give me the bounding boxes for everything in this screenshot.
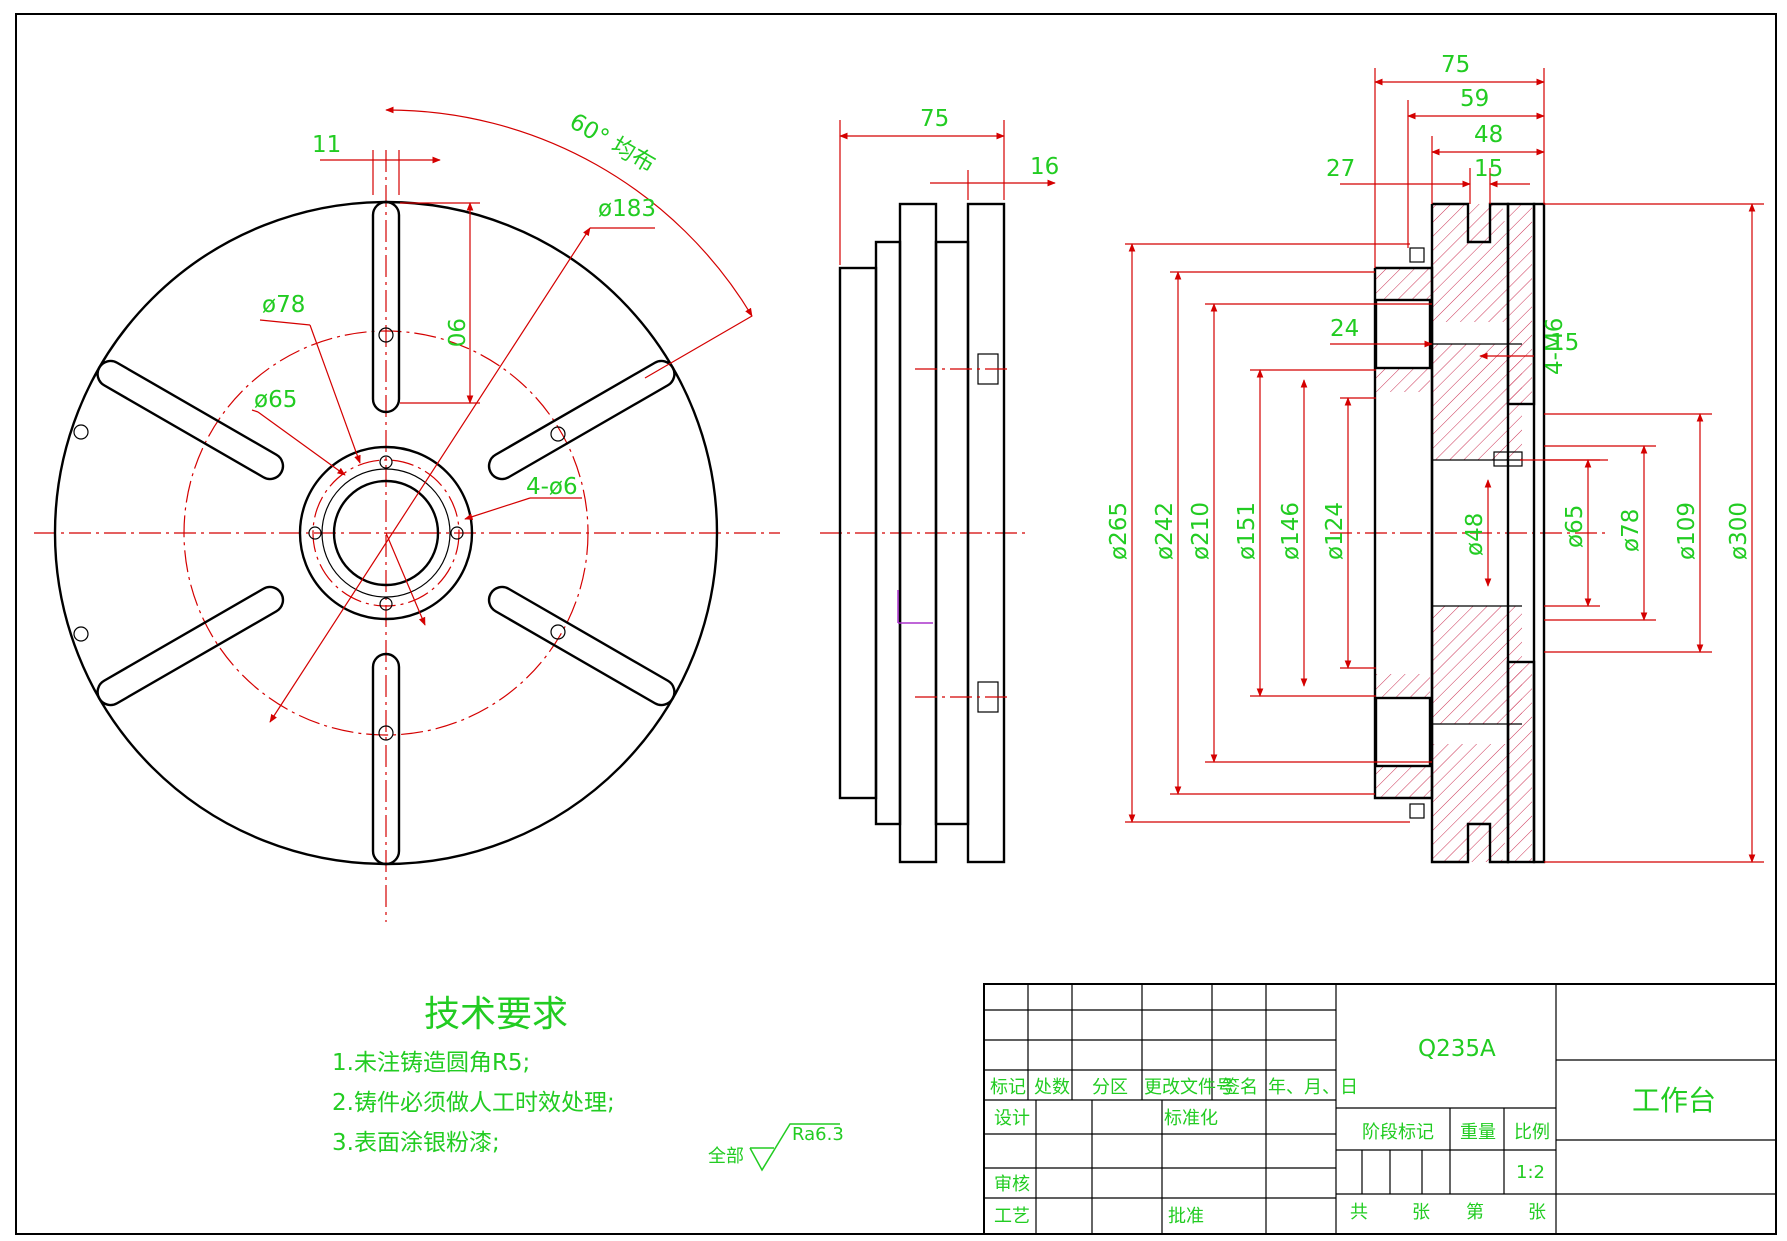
dim-dia-48: ø48 <box>1462 513 1488 556</box>
dim-75: 75 <box>1441 52 1470 78</box>
header-count: 处数 <box>1034 1077 1070 1098</box>
label-review: 审核 <box>994 1174 1030 1195</box>
title-block: 标记 处数 分区 更改文件号 签名 年、月、日 设计 标准化 审核 工艺 批准 … <box>983 983 1777 1235</box>
label-design: 设计 <box>994 1108 1030 1129</box>
dim-78: ø78 <box>262 292 305 318</box>
label-approve: 批准 <box>1168 1206 1204 1227</box>
dim-dia-210: ø210 <box>1188 502 1214 560</box>
label-sheet-of: 第 <box>1466 1202 1484 1223</box>
front-view: 11 90 60° 均布 ø183 ø78 ø65 4-ø6 <box>34 106 780 922</box>
roughness-value: Ra6.3 <box>792 1124 844 1145</box>
label-standardize: 标准化 <box>1164 1108 1218 1129</box>
label-scale: 比例 <box>1514 1122 1550 1143</box>
dim-75: 75 <box>920 106 949 132</box>
dim-4-m6: 4-M6 <box>1542 318 1568 375</box>
side-view: 75 16 <box>820 106 1059 864</box>
dim-dia-151: ø151 <box>1234 502 1260 560</box>
dim-4x6: 4-ø6 <box>526 474 578 500</box>
dim-15-top: 15 <box>1474 156 1503 182</box>
dim-183: ø183 <box>598 196 656 222</box>
part-name: 工作台 <box>1632 1084 1716 1117</box>
label-sheet-unit-2: 张 <box>1528 1202 1546 1223</box>
header-change-doc: 更改文件号 <box>1144 1077 1234 1098</box>
dim-48: 48 <box>1474 122 1503 148</box>
label-process: 工艺 <box>994 1206 1030 1227</box>
roughness-symbol-icon <box>749 1123 840 1172</box>
header-mark: 标记 <box>990 1077 1026 1098</box>
scale-value: 1:2 <box>1516 1162 1545 1183</box>
dim-dia-78: ø78 <box>1618 509 1644 552</box>
dim-15-right: 15 <box>1550 330 1579 356</box>
dim-dia-265: ø265 <box>1106 502 1132 560</box>
dim-dia-300: ø300 <box>1726 502 1752 560</box>
header-date: 年、月、日 <box>1268 1077 1358 1098</box>
dim-27: 27 <box>1326 156 1355 182</box>
technical-requirements: 技术要求 1.未注铸造圆角R5; 2.铸件必须做人工时效处理; 3.表面涂银粉漆… <box>332 994 844 1172</box>
label-weight: 重量 <box>1460 1122 1496 1143</box>
dim-60-equal: 60° 均布 <box>565 109 659 179</box>
drawing-border <box>15 13 1777 1235</box>
header-zone: 分区 <box>1092 1077 1128 1098</box>
notes-title: 技术要求 <box>424 994 568 1035</box>
label-total: 共 <box>1350 1202 1368 1223</box>
dim-dia-146: ø146 <box>1278 502 1304 560</box>
material: Q235A <box>1418 1036 1496 1062</box>
roughness-prefix: 全部 <box>708 1146 744 1167</box>
note-item-2: 2.铸件必须做人工时效处理; <box>332 1090 615 1116</box>
label-sheet-unit-1: 张 <box>1412 1202 1430 1223</box>
dim-dia-124: ø124 <box>1322 502 1348 560</box>
dim-65: ø65 <box>254 387 297 413</box>
dim-24: 24 <box>1330 316 1359 342</box>
header-signature: 签名 <box>1222 1077 1258 1098</box>
dim-90: 90 <box>442 318 468 347</box>
label-stage-mark: 阶段标记 <box>1362 1122 1434 1143</box>
dim-11: 11 <box>312 132 341 158</box>
note-item-3: 3.表面涂银粉漆; <box>332 1130 500 1156</box>
dim-16: 16 <box>1030 154 1059 180</box>
dim-dia-242: ø242 <box>1152 502 1178 560</box>
dim-59: 59 <box>1460 86 1489 112</box>
dim-dia-109: ø109 <box>1674 502 1700 560</box>
note-item-1: 1.未注铸造圆角R5; <box>332 1050 530 1076</box>
section-view: 75 59 48 27 15 24 15 4-M6 ø265 ø242 ø210… <box>1106 52 1764 864</box>
dim-dia-65: ø65 <box>1562 505 1588 548</box>
